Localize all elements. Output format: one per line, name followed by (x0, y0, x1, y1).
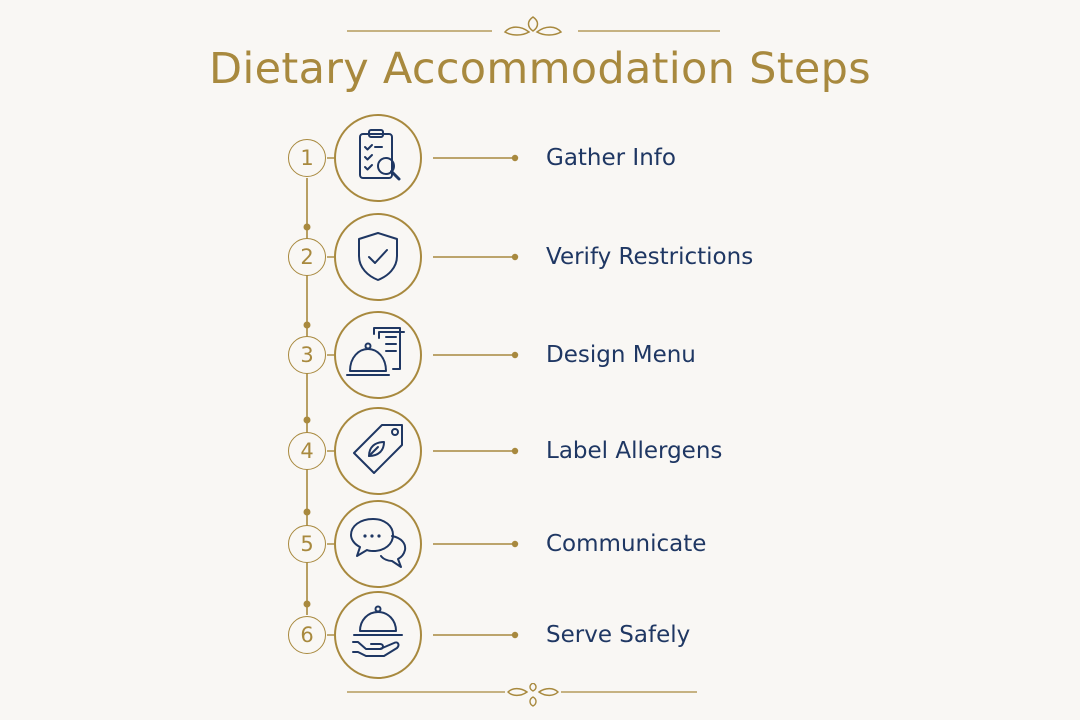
step-icon-circle-2 (334, 213, 422, 301)
step-label-3: Design Menu (546, 342, 696, 368)
cloche-menu-icon (346, 327, 405, 376)
step-label-1: Gather Info (546, 145, 676, 171)
step-label-5: Communicate (546, 531, 707, 557)
step-label-2: Verify Restrictions (546, 244, 754, 270)
step-number-4: 4 (288, 432, 326, 470)
clipboard-search-icon (359, 129, 401, 181)
step-number-6: 6 (288, 616, 326, 654)
step-number-2: 2 (288, 238, 326, 276)
step-number-1: 1 (288, 139, 326, 177)
chat-bubbles-icon (350, 518, 407, 568)
bottom-ornament (347, 683, 697, 707)
step-icon-circle-3 (334, 311, 422, 399)
step-number-5: 5 (288, 525, 326, 563)
step-icon-circle-1 (334, 114, 422, 202)
step-label-6: Serve Safely (546, 622, 691, 648)
top-ornament (347, 16, 720, 36)
step-icon-circle-4 (334, 407, 422, 495)
step-number-3: 3 (288, 336, 326, 374)
step-icon-circle-5 (334, 500, 422, 588)
step-label-4: Label Allergens (546, 438, 723, 464)
serving-hand-icon (352, 605, 403, 657)
shield-check-icon (358, 232, 398, 281)
page-title: Dietary Accommodation Steps (209, 44, 871, 94)
leaf-tag-icon (353, 424, 403, 474)
step-icon-circle-6 (334, 591, 422, 679)
